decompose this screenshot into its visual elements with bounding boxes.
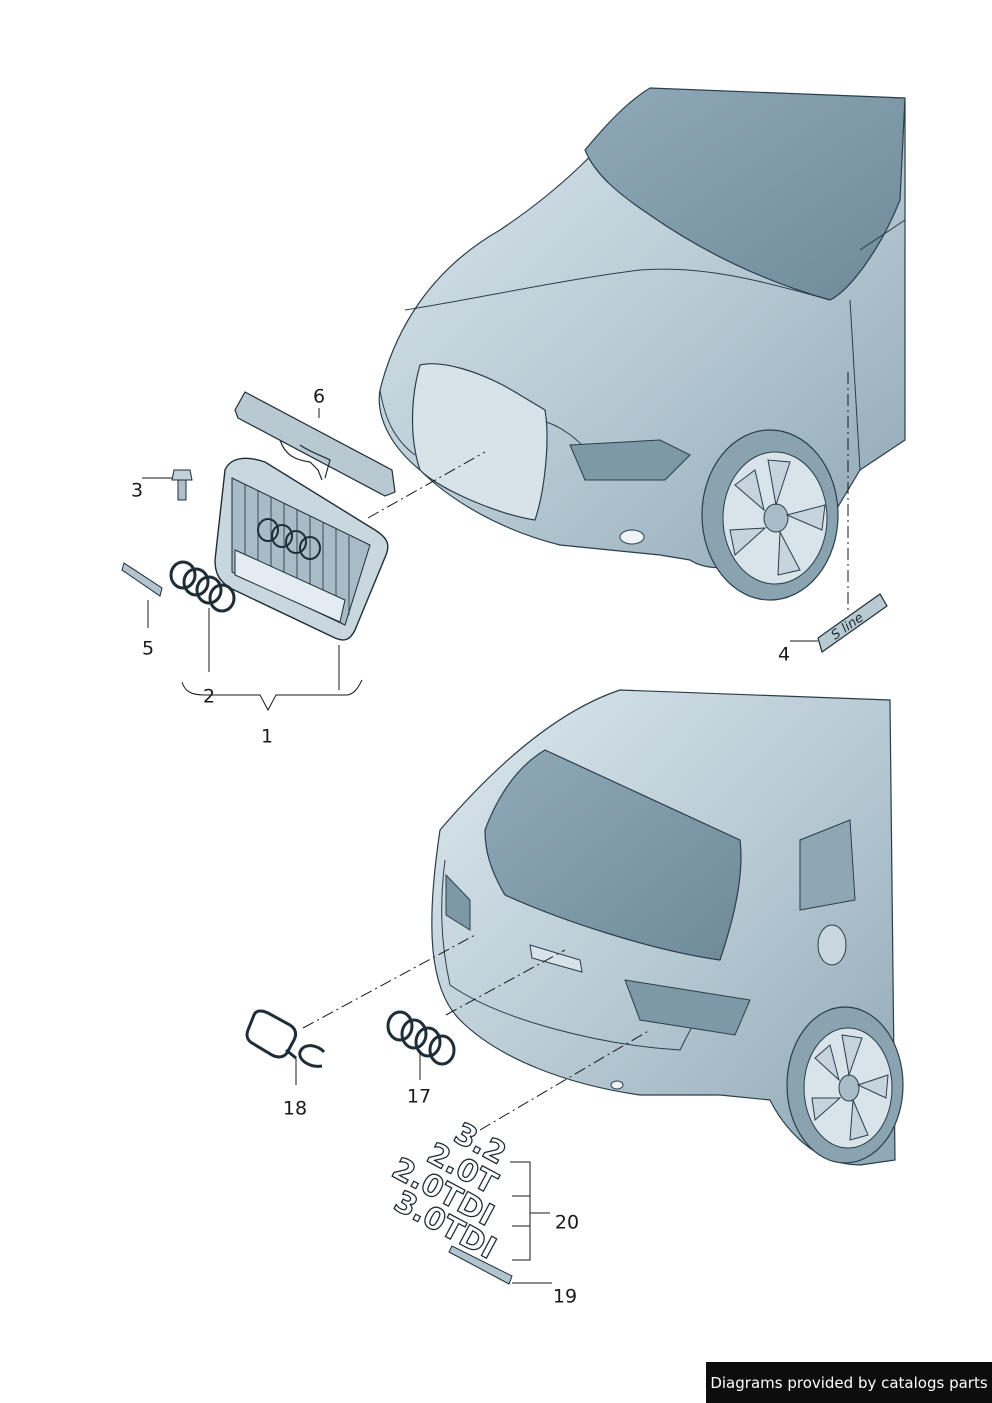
callout-20: 20 bbox=[554, 1211, 580, 1234]
engine-badges: 3.2 2.0T 2.0TDI 3.0TDI bbox=[386, 1116, 513, 1268]
callout-5: 5 bbox=[141, 637, 155, 660]
callout-17: 17 bbox=[406, 1085, 432, 1108]
callout-18: 18 bbox=[282, 1097, 308, 1120]
rear-vehicle-illustration bbox=[431, 689, 904, 1166]
callout-6: 6 bbox=[312, 385, 326, 408]
front-vehicle-illustration bbox=[378, 87, 906, 601]
rear-emblem-rings bbox=[386, 1010, 456, 1066]
rear-model-badge bbox=[448, 1245, 513, 1285]
radiator-grille bbox=[214, 457, 389, 641]
front-model-badge bbox=[121, 562, 163, 597]
callout-4: 4 bbox=[777, 643, 791, 666]
bolt bbox=[171, 469, 193, 501]
credit-text: Diagrams provided by catalogs parts bbox=[710, 1373, 988, 1392]
callout-19: 19 bbox=[552, 1285, 578, 1308]
front-emblem-rings bbox=[169, 560, 236, 613]
svg-text:S line: S line bbox=[829, 610, 867, 643]
callout-2: 2 bbox=[202, 685, 216, 708]
s-line-badge: S line bbox=[817, 593, 888, 653]
credit-banner: Diagrams provided by catalogs parts bbox=[706, 1362, 992, 1403]
grille-mounting-bracket bbox=[234, 391, 396, 497]
q5-badge bbox=[245, 1009, 326, 1068]
callout-1: 1 bbox=[260, 725, 274, 748]
front-leader-lines bbox=[142, 372, 849, 712]
rear-leader-lines bbox=[295, 934, 651, 1284]
callout-3: 3 bbox=[130, 479, 144, 502]
